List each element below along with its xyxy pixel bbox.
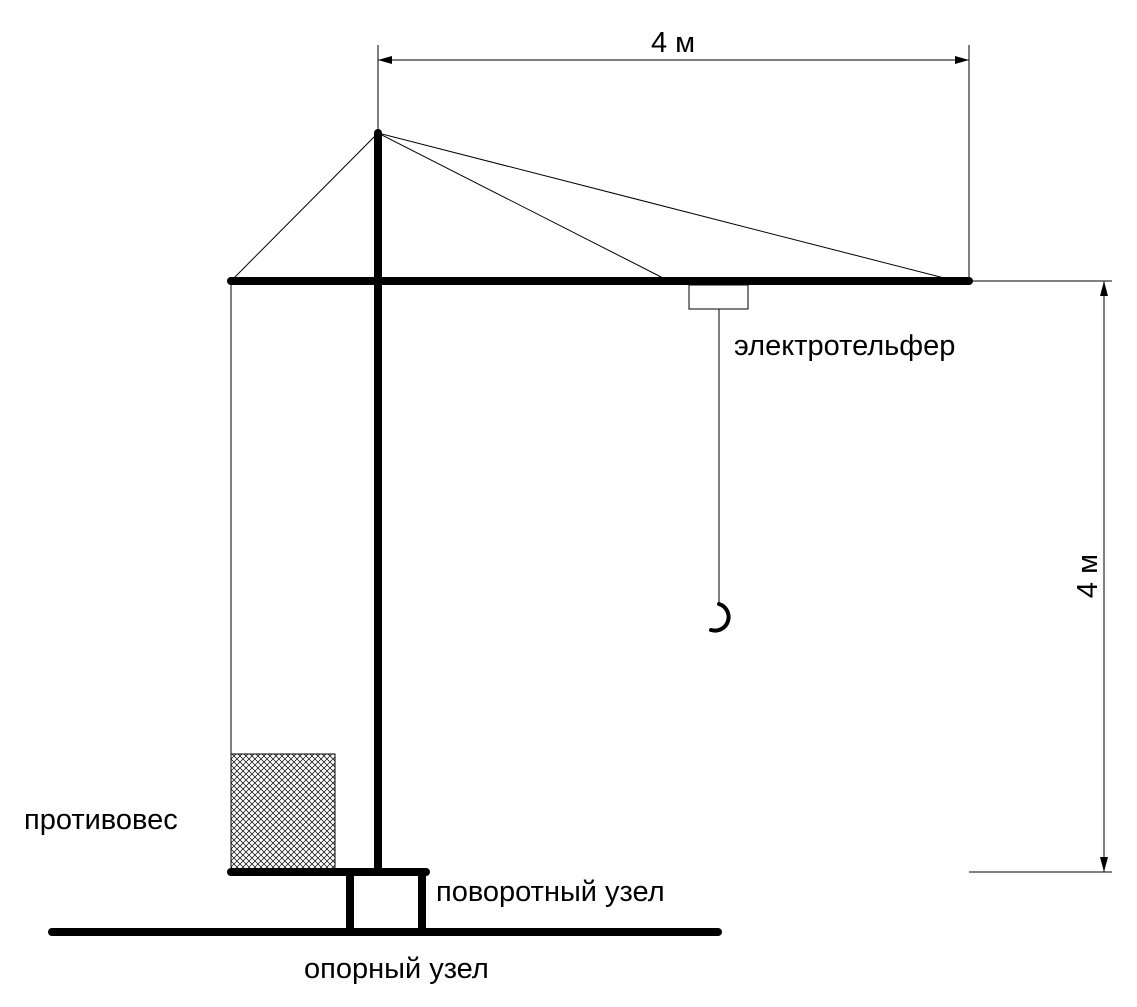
side-dimension-label: 4 м <box>1072 554 1104 598</box>
side-dimension: 4 м <box>969 280 1112 873</box>
top-dimension: 4 м <box>377 27 970 281</box>
hook-icon <box>709 602 731 633</box>
hoist-trolley <box>688 284 749 310</box>
side-dimension-arrow-top <box>1100 281 1108 296</box>
rotary-unit <box>227 868 430 930</box>
side-dimension-arrow-bottom <box>1100 857 1108 872</box>
rotary-unit-label: поворотный узел <box>436 876 665 908</box>
support-unit-label: опорный узел <box>304 953 489 985</box>
cable-to-counter-jib <box>231 132 379 281</box>
top-dimension-arrow-right <box>955 56 969 64</box>
cable-to-jib-tip <box>377 132 953 281</box>
counterweight-label: противовес <box>24 804 178 836</box>
guy-cables <box>231 132 953 281</box>
top-dimension-arrow-left <box>378 56 392 64</box>
cable-to-jib-middle <box>377 132 668 281</box>
top-dimension-label: 4 м <box>651 27 695 59</box>
counterweight-block <box>230 753 336 870</box>
electrohoist <box>688 284 749 633</box>
electrohoist-label: электротельфер <box>734 330 955 362</box>
